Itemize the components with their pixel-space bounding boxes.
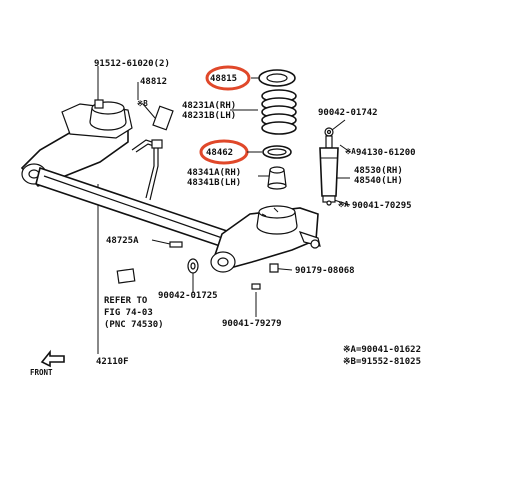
front-label: FRONT [30,368,53,377]
label-48462: 48462 [206,148,233,158]
label-48341a: 48341A(RH) [187,168,241,178]
label-91512-61020: 91512-61020(2) [94,59,170,69]
refer-to-line-3: (PNC 74530) [104,320,164,330]
label-90042-01725: 90042-01725 [158,291,218,301]
note-a: ※A=90041-01622 [343,345,421,355]
fasteners [94,99,279,290]
highlight-48815 [205,65,251,91]
mark-b: ※B [137,99,148,108]
mark-a-2: ※A [338,200,349,209]
axle-beam [20,101,321,273]
note-b: ※B=91552-81025 [343,357,421,367]
label-48815: 48815 [210,74,237,84]
label-48231b: 48231B(LH) [182,111,236,121]
label-90041-79279: 90041-79279 [222,319,282,329]
label-48231a: 48231A(RH) [182,101,236,111]
label-90179-08068: 90179-08068 [295,266,355,276]
label-48725a: 48725A [106,236,139,246]
label-94130-61200: 94130-61200 [356,148,416,158]
coil-spring [258,69,297,190]
label-90042-01742: 90042-01742 [318,108,378,118]
mark-a-1: ※A [345,147,356,156]
label-42110f: 42110F [96,357,129,367]
label-48540: 48540(LH) [354,176,403,186]
label-48812: 48812 [140,77,167,87]
label-90041-70295: 90041-70295 [352,201,412,211]
label-48530: 48530(RH) [354,166,403,176]
front-arrow-icon [40,349,65,368]
refer-to-line-1: REFER TO [104,296,148,306]
label-48341b: 48341B(LH) [187,178,241,188]
shock-absorber [319,127,339,206]
stabilizer-bar [131,105,174,201]
refer-to-line-2: FIG 74-03 [104,308,153,318]
